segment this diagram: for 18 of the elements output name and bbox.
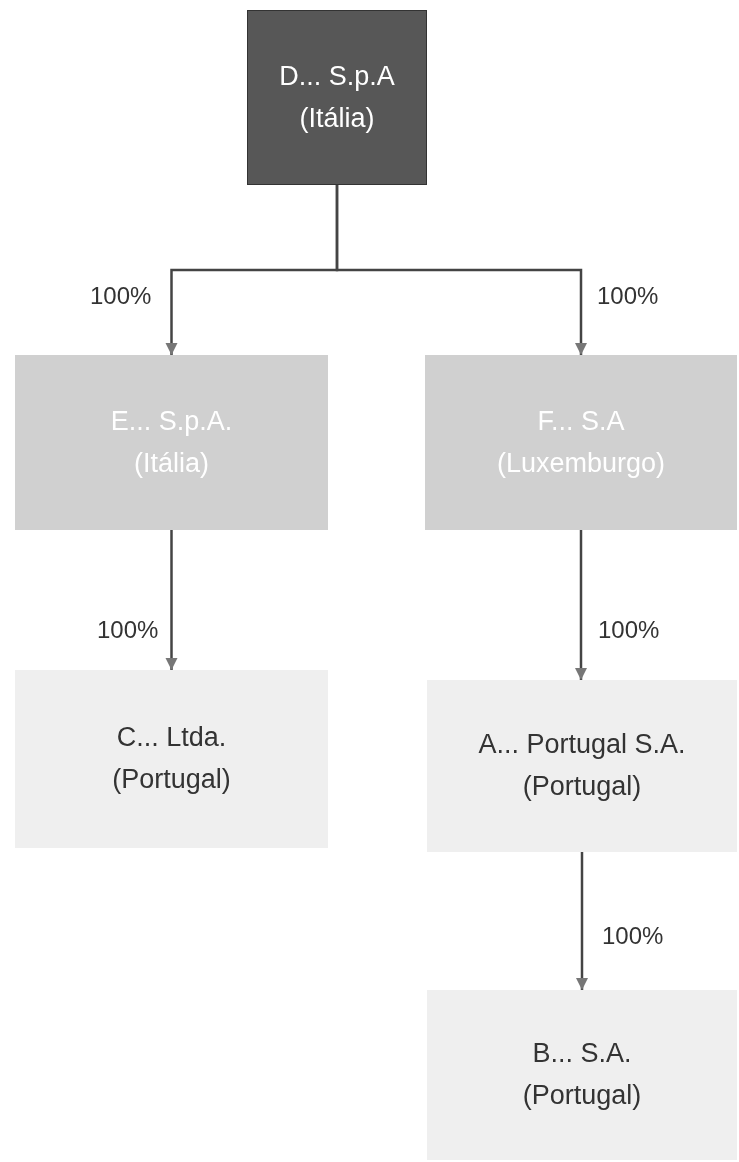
arrow xyxy=(335,185,588,355)
company-box xyxy=(427,680,737,852)
company-box xyxy=(15,670,328,848)
country-name: (Portugal) xyxy=(521,770,643,803)
arrow xyxy=(574,530,588,680)
country-name: (Itália) xyxy=(298,101,376,135)
country-name: (Portugal) xyxy=(521,1079,643,1112)
company-box xyxy=(427,990,737,1160)
arrow xyxy=(575,852,589,990)
company-box xyxy=(15,355,328,530)
company-name: A... Portugal S.A. xyxy=(477,728,687,762)
company-name: C... Ltda. xyxy=(115,721,228,755)
company-box xyxy=(425,355,737,530)
country-name: (Portugal) xyxy=(111,763,232,796)
company-name: B... S.A. xyxy=(531,1037,633,1071)
company-name: D... S.p.A xyxy=(278,59,396,93)
arrow xyxy=(165,530,178,670)
company-box xyxy=(247,10,427,185)
